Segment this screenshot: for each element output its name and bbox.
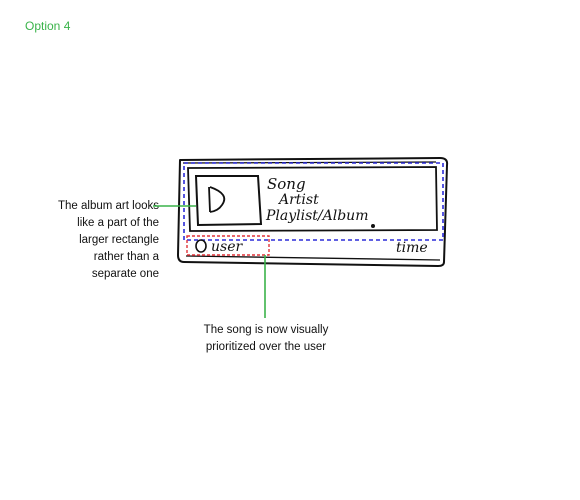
album-art-annotation: The album art looks like a part of the l… [9, 198, 159, 283]
song-text: Song [267, 175, 306, 193]
outer-frame [177, 157, 449, 267]
outer-frame-overstroke [182, 161, 441, 261]
playlist-album-text: Playlist/Album [265, 208, 368, 224]
album-art-box [194, 175, 263, 227]
play-icon [208, 186, 226, 213]
song-priority-annotation-line: prioritized over the user [205, 341, 327, 353]
album-art-annotation-line: like a part of the [77, 217, 159, 229]
album-art-annotation-line: separate one [91, 268, 159, 280]
user-avatar-icon [195, 239, 207, 253]
option-title: Option 4 [25, 19, 71, 33]
album-art-annotation-line: larger rectangle [79, 234, 159, 246]
inner-rectangle [187, 166, 438, 232]
red-highlight-box [186, 235, 270, 256]
artist-text: Artist [277, 192, 319, 208]
song-priority-annotation-line: The song is now visually [203, 324, 329, 336]
album-art-annotation-line: rather than a [93, 251, 159, 263]
time-text: time [396, 240, 428, 256]
song-priority-annotation: The song is now visually prioritized ove… [196, 322, 336, 356]
user-text: user [211, 239, 243, 255]
ink-dot [371, 224, 375, 228]
album-art-annotation-line: The album art looks [58, 200, 159, 212]
blue-highlight-box [183, 162, 444, 241]
